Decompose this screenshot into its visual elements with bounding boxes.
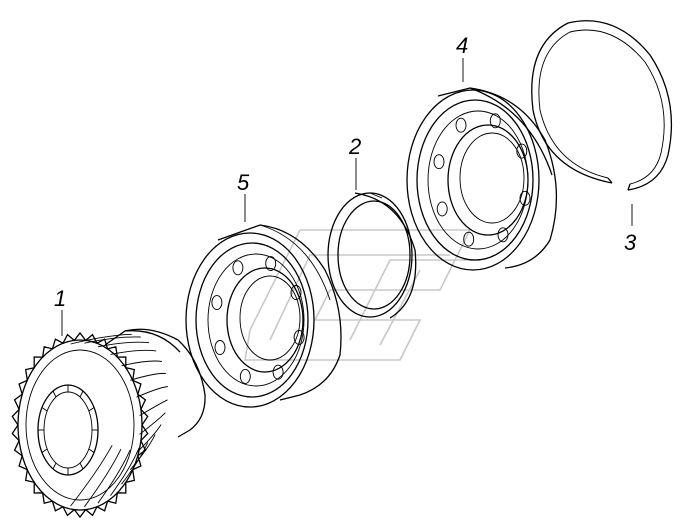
leader-lines bbox=[61, 58, 633, 336]
bearing-ball bbox=[290, 285, 302, 300]
bearing-ball bbox=[519, 190, 531, 206]
gear-tooth-outline bbox=[11, 331, 149, 519]
ball-bearing-outer bbox=[406, 87, 558, 271]
helix-line bbox=[139, 399, 168, 416]
callout-4: 4 bbox=[456, 33, 468, 58]
watermark-logo bbox=[244, 229, 480, 361]
helix-line bbox=[130, 372, 166, 381]
spline-rib bbox=[52, 462, 57, 470]
ball-bearing-inner bbox=[185, 224, 342, 408]
helix-line bbox=[84, 336, 141, 344]
spline-rib bbox=[88, 407, 95, 412]
bevel-gear bbox=[11, 328, 206, 519]
spline-rib bbox=[41, 407, 48, 412]
helix-line bbox=[84, 448, 122, 508]
spline-rib bbox=[41, 448, 48, 453]
bearing-balls bbox=[211, 256, 305, 384]
bearing-ball bbox=[455, 117, 467, 133]
bearing-ball bbox=[239, 368, 251, 384]
bearing-ball bbox=[516, 143, 528, 159]
spline-rib bbox=[79, 390, 84, 398]
helix-line bbox=[121, 360, 163, 367]
bearing-ball bbox=[232, 260, 244, 276]
bearing-ball bbox=[433, 154, 445, 170]
helix-line bbox=[136, 386, 168, 398]
helix-line bbox=[97, 341, 150, 348]
spline-rib bbox=[52, 390, 57, 398]
spline-rib bbox=[88, 448, 95, 453]
bearing-ball bbox=[436, 201, 448, 217]
bearing-ball bbox=[272, 364, 284, 380]
helix-line bbox=[139, 412, 166, 435]
bearing-ball bbox=[497, 227, 509, 243]
snap-ring bbox=[531, 20, 673, 191]
gear-helix-lines bbox=[70, 333, 168, 508]
helix-line bbox=[129, 434, 156, 470]
bearing-ball bbox=[211, 295, 223, 311]
callout-2: 2 bbox=[348, 134, 361, 159]
bearing-balls bbox=[433, 113, 531, 247]
bearing-ball bbox=[489, 113, 501, 129]
helix-line bbox=[136, 424, 162, 454]
helix-line bbox=[70, 333, 132, 345]
gear-splines bbox=[38, 385, 98, 475]
callout-3: 3 bbox=[624, 230, 637, 255]
bearing-ball bbox=[293, 329, 305, 345]
gear-teeth bbox=[11, 331, 149, 519]
bearing-ball bbox=[214, 340, 226, 355]
spacer-ring bbox=[327, 192, 417, 319]
callout-5: 5 bbox=[237, 170, 250, 195]
helix-line bbox=[110, 349, 157, 355]
helix-line bbox=[70, 445, 113, 507]
helix-line bbox=[97, 449, 131, 504]
helix-line bbox=[110, 447, 140, 496]
spline-rib bbox=[79, 462, 84, 470]
bearing-ball bbox=[265, 256, 277, 272]
bearing-ball bbox=[463, 231, 475, 247]
helix-line bbox=[121, 442, 149, 485]
callout-1: 1 bbox=[54, 286, 66, 311]
